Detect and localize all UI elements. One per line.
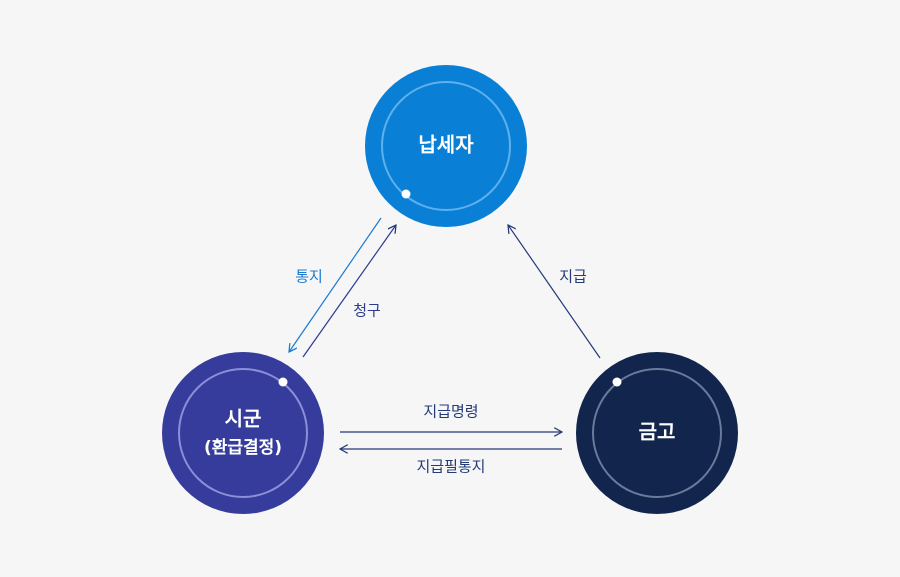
payment-order-label: 지급명령 [423, 403, 478, 421]
treasury-ring [592, 368, 722, 498]
taxpayer-label: 납세자 [418, 133, 474, 157]
payment-label: 지급 [559, 268, 587, 286]
payment-notice-label: 지급필통지 [416, 458, 485, 476]
taxpayer-circle [365, 65, 527, 227]
treasury-circle [576, 352, 738, 514]
city-ring-dot [278, 377, 288, 387]
payment-arrow [508, 225, 601, 359]
claim-label: 청구 [353, 302, 381, 320]
taxpayer-ring-dot [401, 189, 411, 199]
node-treasury: 금고 [576, 352, 738, 514]
notice-arrow [289, 217, 382, 352]
treasury-label: 금고 [639, 420, 676, 444]
node-city: 시군 (환급결정) [162, 352, 324, 514]
notice-label: 통지 [295, 268, 323, 286]
city-ring [178, 368, 308, 498]
claim-arrow [302, 225, 396, 358]
city-sublabel: (환급결정) [204, 438, 282, 458]
node-taxpayer: 납세자 [365, 65, 527, 227]
city-label: 시군 [225, 407, 262, 431]
taxpayer-ring [381, 81, 511, 211]
city-circle [162, 352, 324, 514]
treasury-ring-dot [612, 377, 622, 387]
